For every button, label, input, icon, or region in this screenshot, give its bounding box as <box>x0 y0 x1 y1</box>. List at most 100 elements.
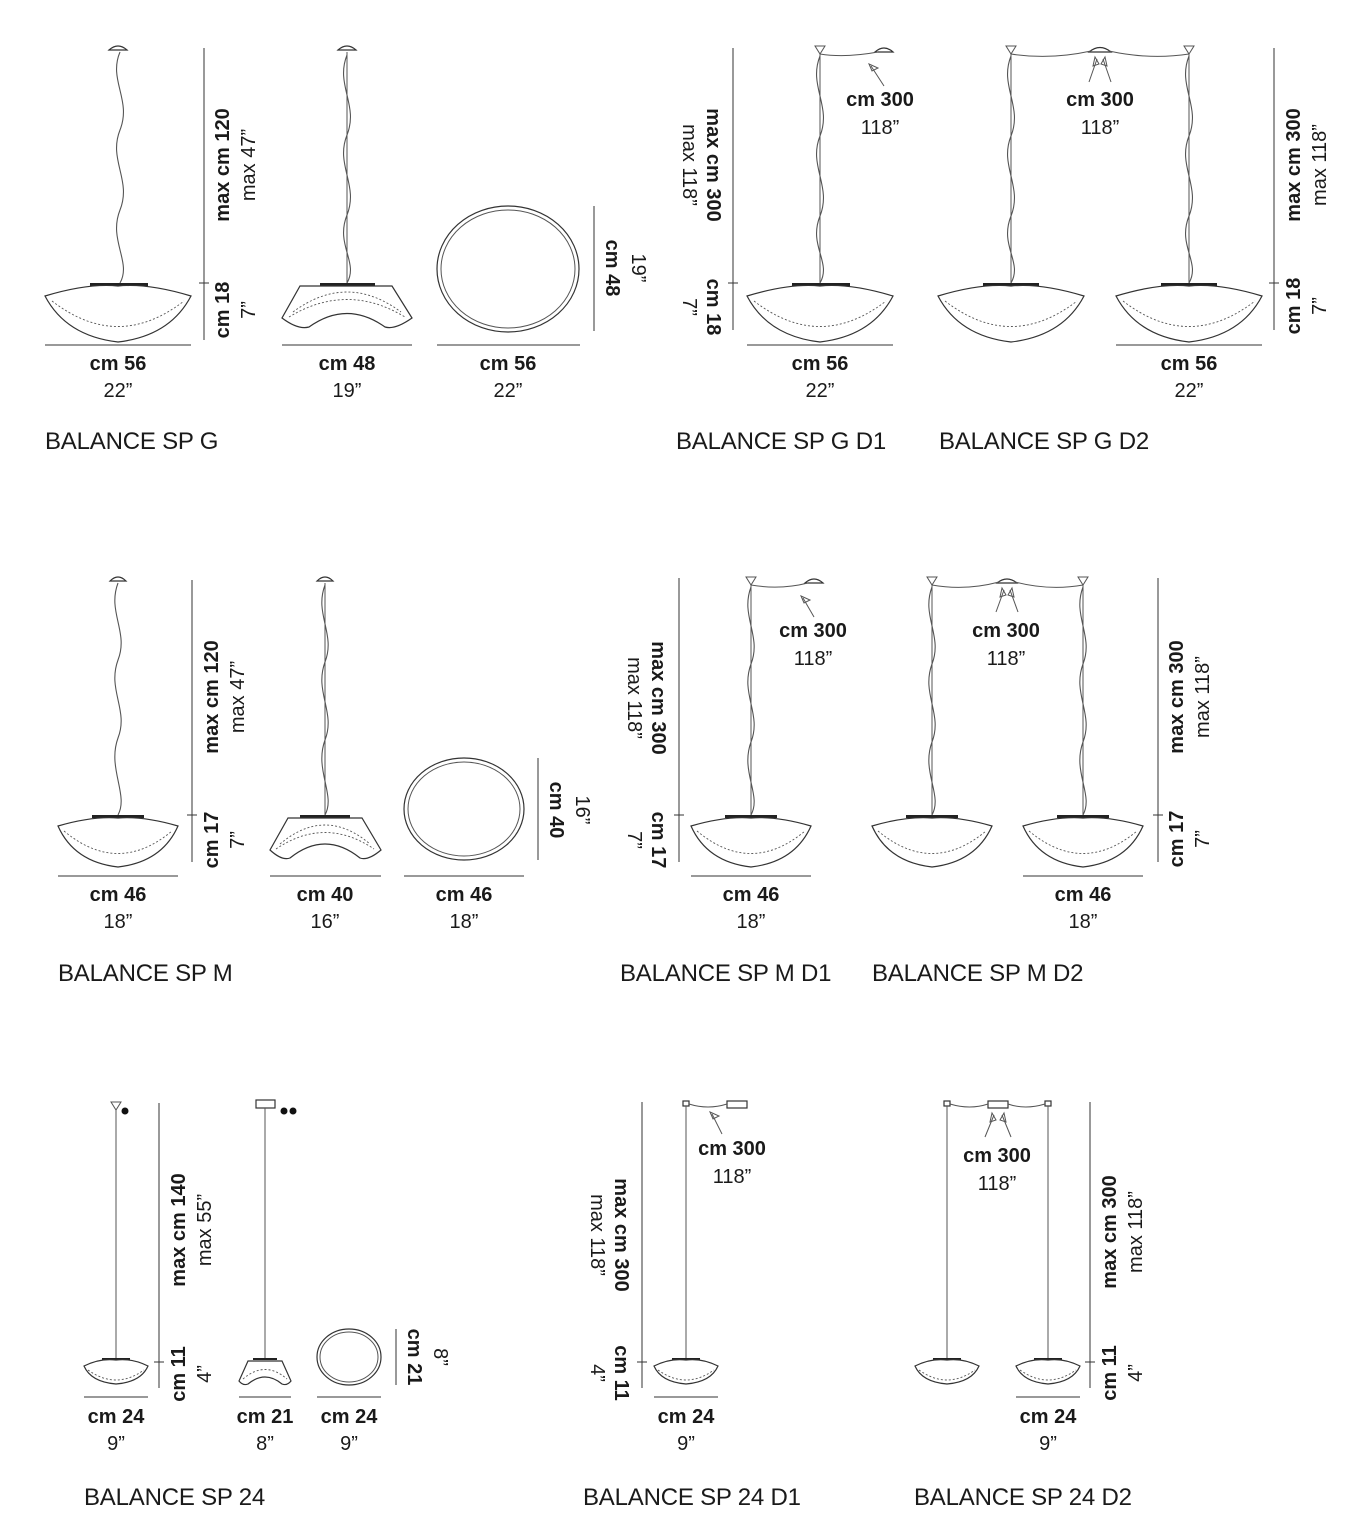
title-sp-24-d2: BALANCE SP 24 D2 <box>914 1484 1132 1511</box>
sp-m-side-cm: cm 40 <box>297 884 354 906</box>
sp-g-d1-cable-cm: cm 300 <box>846 89 914 111</box>
sp-24-d2-body-cm: cm 11 <box>1099 1345 1121 1401</box>
sp-24-body-cm: cm 11 <box>168 1346 190 1402</box>
sp-24-topdepth-in: 8” <box>429 1348 451 1366</box>
lamp-sp-m-d1: cm 300 118” max cm 300 max 118” cm 17 7”… <box>623 576 847 933</box>
lamp-sp-24-top: cm 24 9” cm 21 8” <box>316 1328 451 1455</box>
sp-g-top-in: 22” <box>494 380 523 402</box>
sp-g-d2-body-in: 7” <box>1309 297 1331 315</box>
sp-m-d1-cable-in: 118” <box>794 648 833 670</box>
lamp-sp-m-side: cm 40 16” <box>269 576 382 933</box>
sp-24-side-cm: cm 21 <box>237 1406 294 1428</box>
title-sp-g-d2: BALANCE SP G D2 <box>939 428 1149 455</box>
sp-24-d1-height-cm: max cm 300 <box>610 1178 632 1291</box>
sp-g-topdepth-cm: cm 48 <box>601 240 623 297</box>
sp-24-d2-width-in: 9” <box>1039 1433 1057 1455</box>
sp-g-d1-height-cm: max cm 300 <box>702 108 724 221</box>
dim-sp-m: max cm 120 max 47” cm 17 7” cm 46 18” <box>58 580 249 933</box>
sp-g-topdepth-in: 19” <box>627 254 649 283</box>
sp-g-side-in: 19” <box>333 380 362 402</box>
sp-m-d2-body-cm: cm 17 <box>1166 811 1188 868</box>
lamp-sp-24-d2: cm 300 118” max cm 300 max 118” cm 11 4”… <box>914 1100 1147 1455</box>
sp-g-d2-body-cm: cm 18 <box>1283 278 1305 335</box>
sp-m-side-in: 16” <box>311 911 340 933</box>
sp-m-d2-cable-cm: cm 300 <box>972 620 1040 642</box>
variant-dot-single <box>121 1107 129 1115</box>
sp-g-d2-cable-cm: cm 300 <box>1066 89 1134 111</box>
sp-m-top-cm: cm 46 <box>436 884 493 906</box>
sp-g-body-cm: cm 18 <box>212 282 234 339</box>
sp-m-d1-width-cm: cm 46 <box>723 884 780 906</box>
sp-m-topdepth-in: 16” <box>571 796 593 825</box>
sp-g-d2-height-cm: max cm 300 <box>1283 108 1305 221</box>
lamp-sp-24-d1: cm 300 118” max cm 300 max 118” cm 11 4”… <box>586 1100 766 1455</box>
sp-m-topdepth-cm: cm 40 <box>545 782 567 839</box>
title-sp-m-d2: BALANCE SP M D2 <box>872 960 1084 987</box>
title-sp-m-d1: BALANCE SP M D1 <box>620 960 832 987</box>
sp-24-d1-body-in: 4” <box>586 1364 608 1382</box>
sp-g-width-cm: cm 56 <box>90 353 147 375</box>
sp-m-body-cm: cm 17 <box>201 812 223 869</box>
sp-m-d1-height-cm: max cm 300 <box>647 641 669 754</box>
sp-g-body-in: 7” <box>238 301 260 319</box>
sp-m-d2-body-in: 7” <box>1192 830 1214 848</box>
title-sp-m: BALANCE SP M <box>58 960 233 987</box>
lamp-sp-g-d1: cm 300 118” max cm 300 max 118” cm 18 7”… <box>678 45 914 402</box>
sp-g-side-cm: cm 48 <box>319 353 376 375</box>
sp-g-d1-cable-in: 118” <box>861 117 900 139</box>
sp-24-body-in: 4” <box>194 1365 216 1383</box>
sp-g-height-cm: max cm 120 <box>212 108 234 221</box>
sp-m-d2-width-in: 18” <box>1069 911 1098 933</box>
sp-m-height-in: max 47” <box>227 661 249 733</box>
title-sp-24: BALANCE SP 24 <box>84 1484 266 1511</box>
sp-g-d1-width-in: 22” <box>806 380 835 402</box>
title-sp-g-d1: BALANCE SP G D1 <box>676 428 886 455</box>
sp-24-d1-cable-in: 118” <box>713 1166 752 1188</box>
sp-g-top-cm: cm 56 <box>480 353 537 375</box>
sp-24-height-in: max 55” <box>194 1194 216 1266</box>
sp-24-d2-cable-in: 118” <box>978 1173 1017 1195</box>
lamp-sp-24-front: max cm 140 max 55” cm 11 4” cm 24 9” <box>83 1101 216 1455</box>
sp-24-d1-body-cm: cm 11 <box>610 1345 632 1401</box>
lamp-sp-g-d2: cm 300 118” max cm 300 max 118” cm 18 7”… <box>937 45 1331 402</box>
sp-24-top-in: 9” <box>340 1433 358 1455</box>
sp-m-d1-cable-cm: cm 300 <box>779 620 847 642</box>
sp-24-d2-cable-cm: cm 300 <box>963 1145 1031 1167</box>
sp-24-height-cm: max cm 140 <box>168 1173 190 1286</box>
sp-g-d1-width-cm: cm 56 <box>792 353 849 375</box>
variant-dot-double-2 <box>289 1107 297 1115</box>
sp-g-d2-height-in: max 118” <box>1309 124 1331 206</box>
sp-24-topdepth-cm: cm 21 <box>403 1329 425 1386</box>
sp-g-d1-height-in: max 118” <box>678 124 700 206</box>
dim-sp-g: max cm 120 max 47” cm 18 7” cm 56 22” <box>45 48 260 402</box>
lamp-sp-g-side <box>281 45 413 329</box>
sp-g-d2-width-in: 22” <box>1175 380 1204 402</box>
sp-24-width-in: 9” <box>107 1433 125 1455</box>
sp-24-d1-cable-cm: cm 300 <box>698 1138 766 1160</box>
sp-24-d1-width-in: 9” <box>677 1433 695 1455</box>
lamp-sp-g-top: cm 56 22” cm 48 19” <box>436 205 649 402</box>
lamp-sp-24-side: cm 21 8” <box>237 1099 297 1455</box>
sp-m-body-in: 7” <box>227 831 249 849</box>
sp-24-top-cm: cm 24 <box>321 1406 379 1428</box>
sp-m-width-in: 18” <box>104 911 133 933</box>
lamp-sp-m-d2: cm 300 118” max cm 300 max 118” cm 17 7”… <box>871 576 1214 933</box>
sp-24-d2-height-in: max 118” <box>1125 1191 1147 1273</box>
sp-g-d1-body-cm: cm 18 <box>702 279 724 336</box>
sp-24-d1-height-in: max 118” <box>586 1194 608 1276</box>
sp-m-d1-height-in: max 118” <box>623 657 645 739</box>
sp-g-d2-cable-in: 118” <box>1081 117 1120 139</box>
lamp-sp-g-front <box>44 45 192 343</box>
sp-m-d2-width-cm: cm 46 <box>1055 884 1112 906</box>
sp-m-d2-height-cm: max cm 300 <box>1166 640 1188 753</box>
sp-24-d2-height-cm: max cm 300 <box>1099 1175 1121 1288</box>
sp-24-d1-width-cm: cm 24 <box>658 1406 716 1428</box>
title-sp-g: BALANCE SP G <box>45 428 219 455</box>
sp-24-side-in: 8” <box>256 1433 274 1455</box>
sp-m-d2-cable-in: 118” <box>987 648 1026 670</box>
sp-m-d1-body-in: 7” <box>623 831 645 849</box>
dim-sp-g-side: cm 48 19” <box>282 344 412 402</box>
sp-m-d1-width-in: 18” <box>737 911 766 933</box>
sp-24-d2-body-in: 4” <box>1125 1364 1147 1382</box>
